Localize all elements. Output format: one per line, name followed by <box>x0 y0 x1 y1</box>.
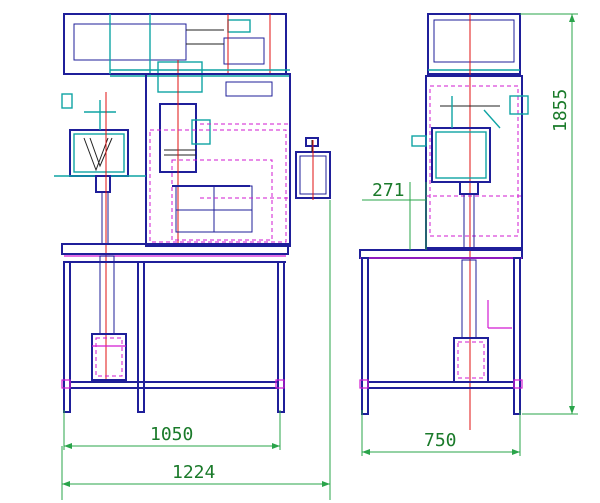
dim-750: 750 <box>424 430 457 451</box>
front-table <box>61 243 289 413</box>
front-dimensions <box>61 200 331 500</box>
front-main-cabinet <box>145 73 291 247</box>
side-view <box>359 13 578 456</box>
dim-271: 271 <box>372 180 405 201</box>
front-wash-cylinder <box>54 92 146 380</box>
side-upper-cabinet <box>427 13 521 430</box>
front-mixer-assembly <box>110 60 290 246</box>
side-table <box>359 249 523 415</box>
front-view <box>54 13 331 500</box>
front-upper-cabinet <box>63 13 287 75</box>
dim-1224: 1224 <box>172 462 215 483</box>
dim-1855: 1855 <box>550 89 571 132</box>
side-dimensions <box>361 13 578 456</box>
front-control-box <box>295 137 331 200</box>
side-main-cabinet <box>411 75 529 249</box>
dim-1050: 1050 <box>150 424 193 445</box>
